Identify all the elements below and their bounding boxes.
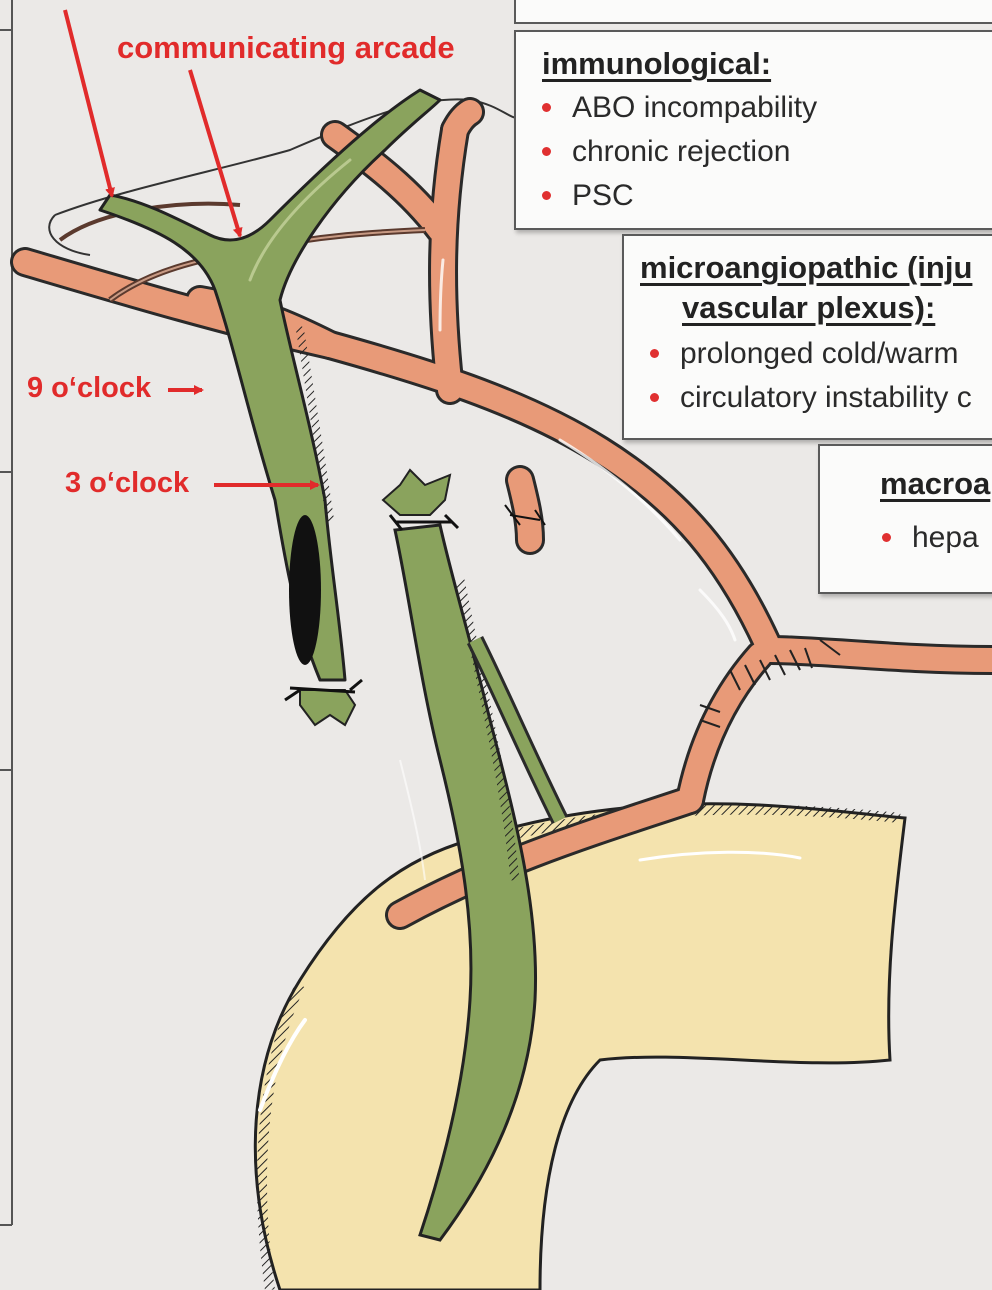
- immunological-title: immunological:: [542, 46, 992, 82]
- list-item: ABO incompability: [532, 86, 992, 130]
- label-3-oclock: 3 o‘clock: [65, 467, 189, 500]
- list-item: hepa: [872, 516, 992, 560]
- top-box-remnant: [514, 0, 992, 24]
- microangiopathic-title: microangiopathic (inju: [640, 250, 992, 286]
- list-item: PSC: [532, 174, 992, 218]
- microangiopathic-title-line2: vascular plexus):: [682, 290, 992, 326]
- macroangiopathic-box: macroa hepa: [818, 444, 992, 594]
- macroangiopathic-title: macroa: [880, 466, 992, 502]
- list-item: chronic rejection: [532, 130, 992, 174]
- duodenum: [255, 804, 905, 1290]
- list-item: circulatory instability c: [640, 376, 992, 420]
- microangiopathic-list: prolonged cold/warm circulatory instabil…: [640, 332, 992, 420]
- recipient-duct-ligature: [285, 680, 362, 725]
- immunological-list: ABO incompability chronic rejection PSC: [532, 86, 992, 218]
- macroangiopathic-list: hepa: [872, 516, 992, 560]
- microangiopathic-box: microangiopathic (inju vascular plexus):…: [622, 234, 992, 440]
- immunological-box: immunological: ABO incompability chronic…: [514, 30, 992, 230]
- bile-duct-lumen: [289, 515, 321, 665]
- list-item: prolonged cold/warm: [640, 332, 992, 376]
- label-communicating-arcade: communicating arcade: [117, 30, 455, 66]
- label-9-oclock: 9 o‘clock: [27, 372, 151, 405]
